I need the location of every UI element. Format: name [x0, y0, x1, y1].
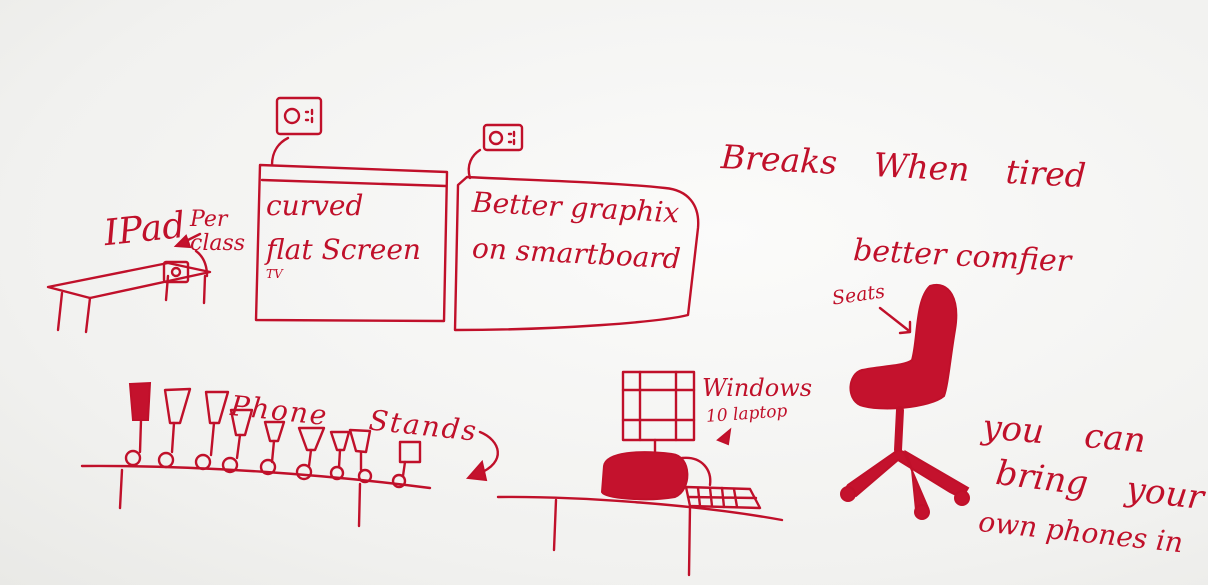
tv-drawing — [254, 136, 449, 323]
windows-label: Windows — [702, 374, 813, 402]
phone-stand-icon — [124, 381, 422, 489]
ipad-label: IPad — [102, 204, 188, 255]
per-class-label: Per class — [190, 207, 246, 257]
computer-monitor-icon — [600, 370, 712, 501]
flat-screen-label: flat Screen — [266, 233, 421, 266]
arrow-icon — [465, 430, 499, 482]
phone-stands-drawing — [80, 381, 432, 528]
tv-label: TV — [266, 267, 283, 281]
arrow-icon — [878, 306, 912, 335]
arrow-icon — [716, 427, 732, 446]
curved-label: curved — [266, 189, 364, 222]
arrow-icon — [173, 232, 209, 278]
outlet-icon — [482, 123, 524, 152]
outlet-icon — [275, 96, 323, 136]
keyboard-icon — [684, 485, 762, 510]
ipad-table-drawing — [46, 261, 212, 334]
chair-icon — [840, 283, 970, 520]
ipad-icon — [162, 260, 190, 284]
desk-drawing — [496, 495, 784, 577]
smartboard-drawing — [453, 148, 700, 332]
